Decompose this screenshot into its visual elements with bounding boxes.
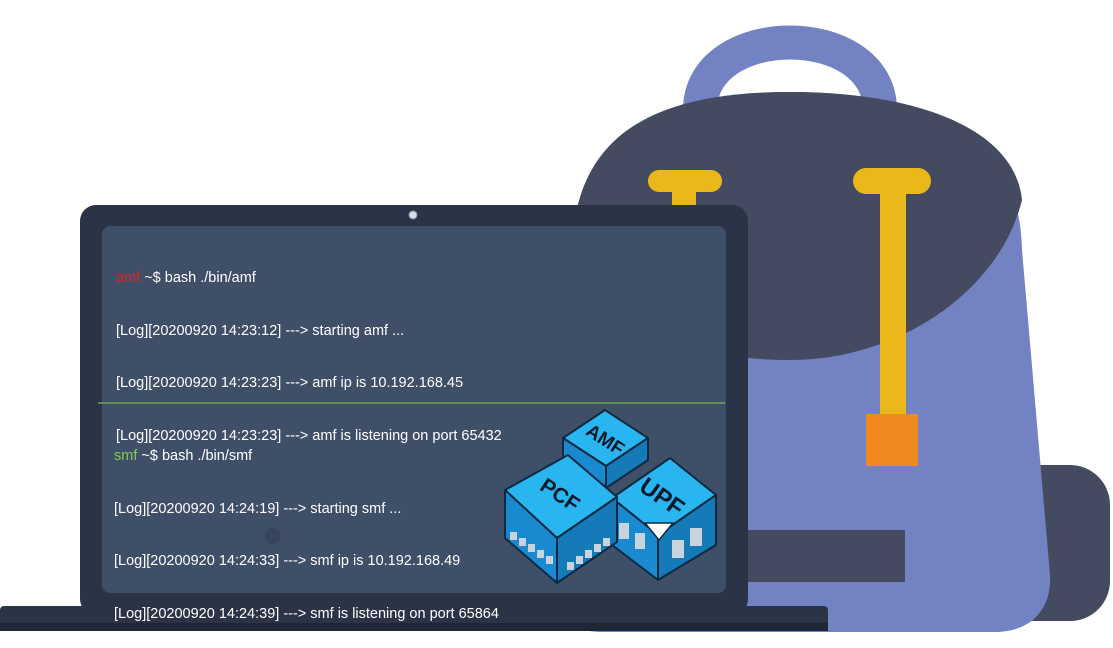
upf-cube	[611, 457, 717, 581]
pcf-cube	[504, 454, 618, 584]
command-text: ~$ bash ./bin/smf	[137, 448, 253, 464]
network-cubes-icon	[504, 409, 717, 584]
log-line: [Log][20200920 14:23:23] ---> amf ip is …	[116, 375, 464, 391]
amf-cube	[562, 409, 649, 489]
log-line: [Log][20200920 14:24:39] ---> smf is lis…	[114, 605, 499, 622]
command-text: ~$ bash ./bin/amf	[140, 270, 256, 286]
host-name: amf	[116, 270, 141, 286]
prompt-line: smf ~$ bash ./bin/smf	[114, 448, 499, 466]
prompt-line: amf ~$ bash ./bin/amf	[116, 270, 502, 288]
terminal-bottom: smf ~$ bash ./bin/smf [Log][20200920 14:…	[114, 413, 499, 641]
log-line: [Log][20200920 14:23:12] ---> starting a…	[116, 322, 405, 339]
log-line: [Log][20200920 14:23:23] ---> amf is lis…	[116, 427, 502, 444]
host-name: smf	[114, 448, 138, 464]
log-line: [Log][20200920 14:24:33] ---> smf ip is …	[114, 553, 461, 569]
terminal-top: amf ~$ bash ./bin/amf [Log][20200920 14:…	[116, 235, 502, 463]
log-line: [Log][20200920 14:24:19] ---> starting s…	[114, 500, 402, 517]
